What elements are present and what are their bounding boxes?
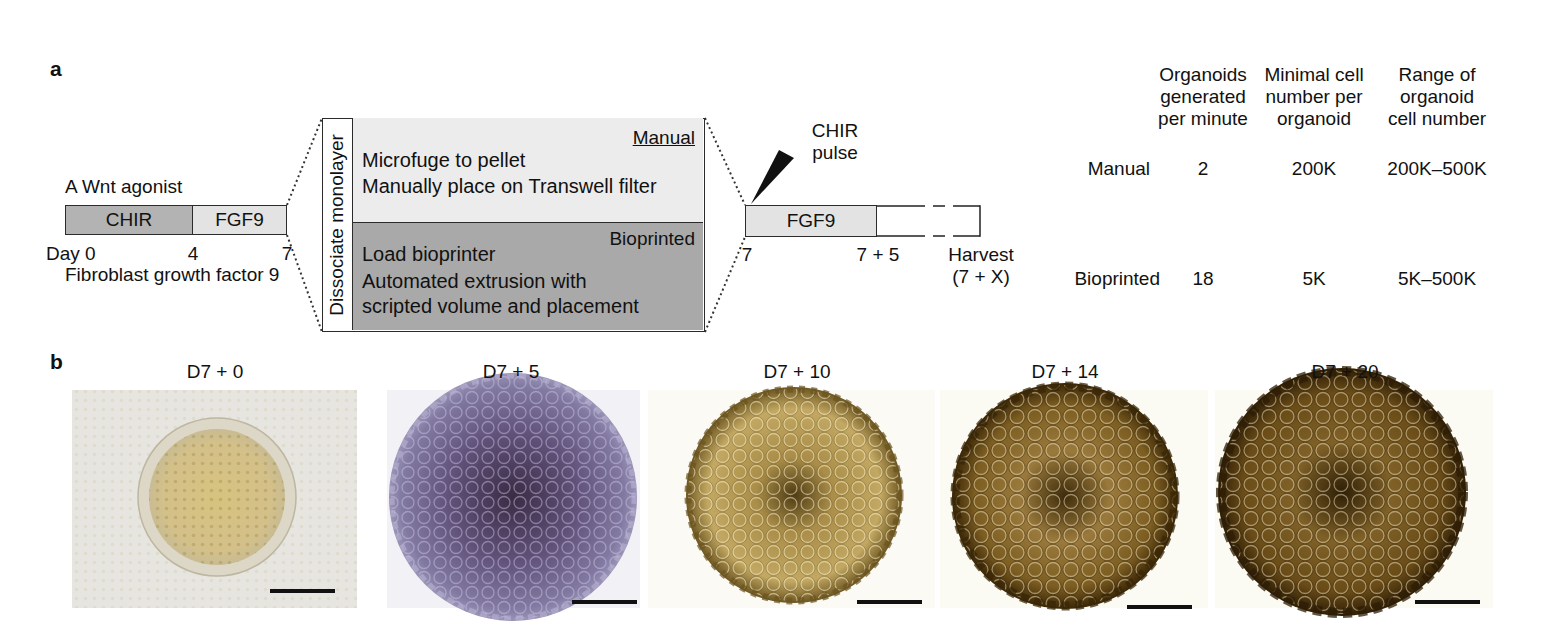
method-box: Dissociate monolayerManualMicrofuge to p… [322, 118, 705, 332]
scale-bar [1127, 605, 1192, 609]
node-text: CHIR [106, 209, 152, 231]
node-text: Load bioprinter [362, 243, 495, 266]
day-label: 7 [282, 243, 293, 265]
node-text: Manual [633, 127, 695, 149]
micrograph [940, 383, 1208, 609]
day-label: 4 [188, 243, 199, 265]
day-label: Day 0 [46, 243, 96, 265]
dotted-line [287, 118, 322, 205]
phase-box: FGF9 [745, 205, 877, 237]
timepoint-label: D7 + 0 [187, 361, 244, 383]
annotation: A Wnt agonist [65, 176, 182, 198]
method-panel: ManualMicrofuge to pelletManually place … [352, 118, 704, 222]
timepoint-label: D7 + 14 [1031, 361, 1098, 383]
micrograph [648, 387, 935, 608]
continuation-box [877, 205, 980, 236]
table-cell: 5K [1302, 268, 1325, 290]
pulse-label: CHIR pulse [799, 120, 871, 164]
scale-bar [270, 589, 335, 593]
pulse-wedge [751, 150, 794, 204]
micrograph [72, 390, 357, 608]
table-cell: 200K–500K [1387, 158, 1486, 180]
scale-bar [572, 600, 637, 604]
annotation: Fibroblast growth factor 9 [65, 264, 279, 286]
dotted-line [705, 118, 745, 205]
zoom-connector [287, 118, 322, 332]
node-text: FGF9 [787, 210, 836, 232]
timepoint-label: D7 + 5 [483, 361, 540, 383]
scale-bar [1415, 600, 1480, 604]
table-header: Range of organoid cell number [1386, 64, 1488, 130]
harvest-label: Harvest (7 + X) [941, 244, 1021, 288]
scale-bar [857, 600, 922, 604]
dotted-line [705, 237, 745, 332]
phase-box: CHIR [65, 205, 193, 235]
node-text: Dissociate monolayer [326, 134, 348, 316]
panel-label: a [50, 57, 62, 81]
node-text: Bioprinted [609, 228, 695, 250]
table-cell: 200K [1292, 158, 1336, 180]
table-header: Organoids generated per minute [1153, 64, 1253, 130]
micrograph [1215, 368, 1493, 616]
phase-box: FGF9 [192, 205, 287, 235]
node-text: Microfuge to pellet [362, 149, 525, 172]
table-cell: 2 [1198, 158, 1209, 180]
node-text: Automated extrusion with scripted volume… [362, 269, 650, 319]
table-header: Minimal cell number per organoid [1261, 64, 1367, 130]
table-cell: 5K–500K [1398, 268, 1476, 290]
table-cell: 18 [1192, 268, 1213, 290]
micrograph [387, 373, 640, 621]
day-label: 7 [742, 244, 753, 266]
node-text: Manually place on Transwell filter [362, 175, 657, 198]
timepoint-label: D7 + 20 [1311, 361, 1378, 383]
timepoint-label: D7 + 10 [763, 361, 830, 383]
day-label: 7 + 5 [857, 244, 900, 266]
panel-label: b [50, 350, 63, 374]
node-text: FGF9 [215, 209, 264, 231]
zoom-connector [705, 118, 745, 332]
table-row-label: Manual [1088, 158, 1150, 180]
method-panel: BioprintedLoad bioprinterAutomated extru… [352, 222, 704, 331]
table-row-label: Bioprinted [1074, 268, 1160, 290]
